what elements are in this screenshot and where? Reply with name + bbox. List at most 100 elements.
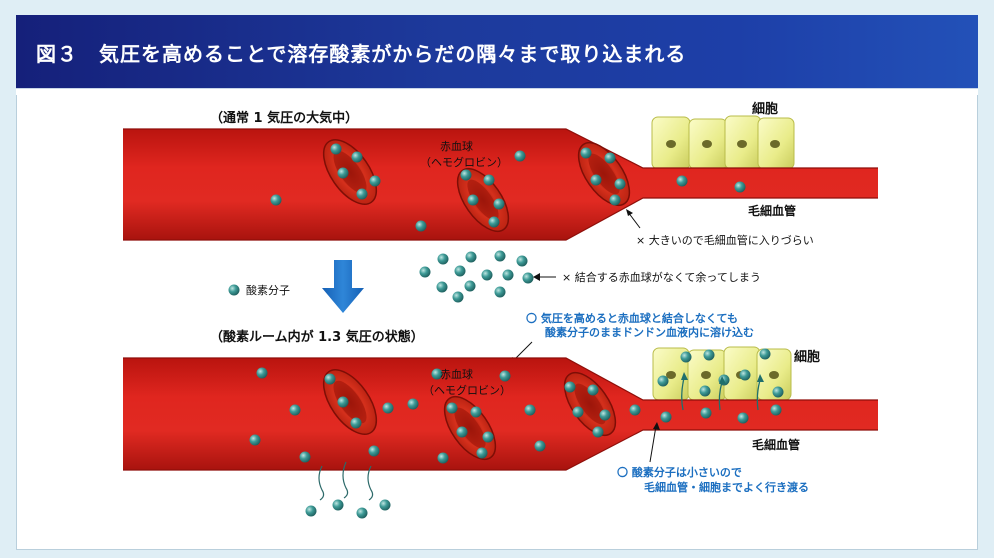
diffusion-arrowhead-icon (719, 376, 726, 384)
leader-line (513, 341, 533, 361)
bottom-rbc-sublabel: （ヘモグロビン） (423, 383, 511, 397)
oxygen-molecule (580, 147, 592, 159)
top-note-excess: × 結合する赤血球がなくて余ってしまう (562, 270, 761, 284)
oxygen-molecule (516, 255, 528, 267)
diffusion-arrowheads (681, 372, 764, 384)
oxygen-molecule (514, 150, 526, 162)
oxygen-molecule (499, 370, 511, 382)
figure-header: 図３ 気圧を高めることで溶存酸素がからだの隅々まで取り込まれる (16, 15, 978, 88)
leader-arrowhead (533, 273, 540, 281)
oxygen-molecule (737, 412, 749, 424)
top-blood-vessel (123, 129, 878, 240)
oxygen-molecule (680, 351, 692, 363)
leader-arrowhead (626, 209, 633, 216)
wavy-line (367, 465, 374, 501)
cell-nucleus (769, 371, 779, 379)
red-blood-cell (322, 139, 378, 205)
oxygen-molecule (330, 143, 342, 155)
bottom-rbc-label: 赤血球 (440, 367, 473, 381)
oxygen-molecule (481, 269, 493, 281)
oxygen-molecule (369, 175, 381, 187)
top-oxygen-molecules (270, 143, 746, 232)
entering-oxygen-wavy-lines (318, 461, 374, 501)
oxygen-molecule (456, 426, 468, 438)
oxygen-molecule (452, 291, 464, 303)
diffusion-arrow-icon (681, 377, 685, 411)
oxygen-molecule (407, 398, 419, 410)
oxygen-molecule (270, 194, 282, 206)
top-rbc-label: 赤血球 (440, 139, 473, 153)
oxygen-molecule (502, 269, 514, 281)
cell-nucleus (701, 371, 711, 379)
oxygen-molecule (256, 367, 268, 379)
top-cell-label: 細胞 (752, 101, 778, 117)
oxygen-molecule (493, 198, 505, 210)
legend-oxygen-label: 酸素分子 (246, 283, 290, 297)
oxygen-molecule (437, 253, 449, 265)
leader-line (649, 425, 657, 463)
cell-nucleus (666, 371, 676, 379)
oxygen-molecule (368, 445, 380, 457)
oxygen-molecule (534, 440, 546, 452)
wavy-line (318, 465, 325, 501)
oxygen-molecule (599, 409, 611, 421)
cell-nucleus (666, 140, 676, 148)
oxygen-molecule (470, 406, 482, 418)
cell-nucleus (737, 140, 747, 148)
oxygen-molecule (460, 169, 472, 181)
bottom-vessel-edge (123, 429, 878, 471)
oxygen-molecule (476, 447, 488, 459)
oxygen-molecule (699, 385, 711, 397)
oxygen-molecule (446, 402, 458, 414)
oxygen-molecule (488, 216, 500, 228)
bottom-cell-label: 細胞 (794, 349, 820, 365)
bottom-note-dissolve-2: 酸素分子のままドンドン血液内に溶け込む (545, 325, 754, 339)
oxygen-molecule (356, 188, 368, 200)
bottom-capillary-label: 毛細血管 (752, 437, 800, 452)
oxygen-molecule (382, 402, 394, 414)
transition-arrow-icon (322, 260, 364, 313)
top-red-blood-cells (322, 139, 631, 232)
diffusion-arrowhead-icon (757, 374, 764, 382)
oxygen-molecule (587, 384, 599, 396)
oxygen-molecule (419, 266, 431, 278)
top-note-capillary: × 大きいので毛細血管に入りづらい (636, 233, 814, 247)
oxygen-molecule (464, 280, 476, 292)
oxygen-molecule (454, 265, 466, 277)
oxygen-molecule (572, 406, 584, 418)
top-vessel-edge (123, 197, 878, 241)
figure-title: 図３ 気圧を高めることで溶存酸素がからだの隅々まで取り込まれる (36, 42, 687, 66)
oxygen-molecule (700, 407, 712, 419)
diffusion-arrow-icon (718, 381, 723, 411)
oxygen-molecule (350, 417, 362, 429)
oxygen-molecule (522, 272, 534, 284)
oxygen-molecule (604, 152, 616, 164)
oxygen-molecule (772, 386, 784, 398)
red-blood-cell (456, 168, 510, 232)
red-blood-cell (322, 369, 378, 435)
cell-nucleus (770, 140, 780, 148)
oxygen-molecule (356, 507, 368, 519)
oxygen-molecule (629, 404, 641, 416)
oxygen-molecule-icon (228, 284, 240, 296)
top-cells (651, 115, 795, 170)
entering-oxygen-molecules (305, 499, 391, 519)
diffusion-arrows (681, 377, 761, 411)
oxygen-molecule (289, 404, 301, 416)
oxygen-molecule (379, 499, 391, 511)
bottom-heading: （酸素ルーム内が 1.3 気圧の状態） (210, 329, 424, 345)
top-heading: （通常 1 気圧の大気中） (210, 110, 358, 126)
top-capillary-label: 毛細血管 (748, 203, 796, 218)
oxygen-molecule (431, 368, 443, 380)
oxygen-molecule (437, 452, 449, 464)
oxygen-molecule (351, 151, 363, 163)
oxygen-molecule (465, 251, 477, 263)
oxygen-molecule (759, 348, 771, 360)
excess-oxygen-cluster (419, 250, 534, 303)
bottom-oxygen-molecules (249, 367, 782, 464)
oxygen-molecule (564, 381, 576, 393)
bottom-note-small-2: 毛細血管・細胞までよく行き渡る (644, 480, 809, 494)
oxygen-molecule (305, 505, 317, 517)
red-blood-cell (577, 142, 631, 206)
